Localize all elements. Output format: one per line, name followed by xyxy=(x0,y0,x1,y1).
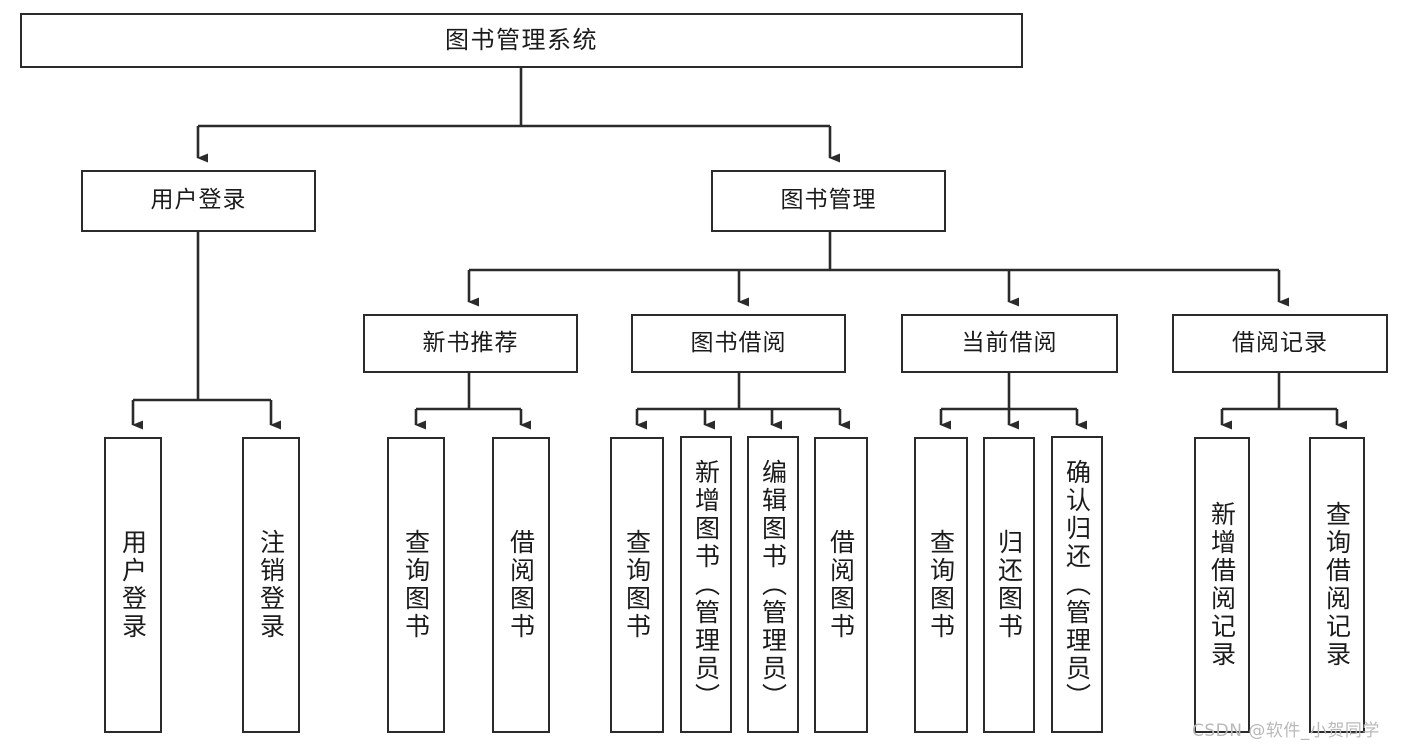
node-leaf-confirm-return-admin[interactable]: 确认归还（管理员） xyxy=(1051,436,1103,733)
node-label: 当前借阅 xyxy=(961,329,1058,356)
node-label: 借阅记录 xyxy=(1232,329,1328,356)
node-label: 注销登录 xyxy=(256,529,286,641)
node-leaf-query-book-recommend[interactable]: 查询图书 xyxy=(387,437,445,733)
node-label: 编辑图书（管理员） xyxy=(758,458,788,711)
node-leaf-user-login[interactable]: 用户登录 xyxy=(104,437,162,733)
node-label: 查询图书 xyxy=(401,529,431,641)
node-user-login[interactable]: 用户登录 xyxy=(81,170,316,232)
node-label: 新增借阅记录 xyxy=(1207,501,1237,669)
node-leaf-query-book-borrow[interactable]: 查询图书 xyxy=(610,437,664,733)
node-root-book-management-system[interactable]: 图书管理系统 xyxy=(20,13,1023,68)
node-label: 用户登录 xyxy=(118,529,148,641)
node-leaf-edit-book-admin[interactable]: 编辑图书（管理员） xyxy=(747,436,799,733)
node-leaf-logout[interactable]: 注销登录 xyxy=(242,437,300,733)
node-leaf-query-book-current[interactable]: 查询图书 xyxy=(914,437,968,733)
node-leaf-borrow-book-recommend[interactable]: 借阅图书 xyxy=(492,437,550,733)
node-label: 图书管理系统 xyxy=(445,26,598,55)
node-leaf-return-book[interactable]: 归还图书 xyxy=(983,437,1035,733)
node-leaf-add-book-admin[interactable]: 新增图书（管理员） xyxy=(680,436,732,733)
node-current-borrow[interactable]: 当前借阅 xyxy=(901,314,1118,373)
node-leaf-query-borrow-record[interactable]: 查询借阅记录 xyxy=(1309,437,1365,733)
node-label: 归还图书 xyxy=(994,529,1024,641)
node-label: 借阅图书 xyxy=(506,529,536,641)
node-book-management[interactable]: 图书管理 xyxy=(711,170,946,232)
node-label: 查询图书 xyxy=(622,529,652,641)
node-label: 新增图书（管理员） xyxy=(691,458,721,711)
node-new-book-recommend[interactable]: 新书推荐 xyxy=(363,314,578,373)
node-label: 用户登录 xyxy=(150,187,247,214)
node-label: 查询借阅记录 xyxy=(1322,501,1352,669)
node-book-borrow[interactable]: 图书借阅 xyxy=(631,314,846,373)
node-label: 新书推荐 xyxy=(422,329,519,356)
node-borrow-record[interactable]: 借阅记录 xyxy=(1172,314,1388,373)
node-leaf-add-borrow-record[interactable]: 新增借阅记录 xyxy=(1194,437,1250,733)
node-label: 确认归还（管理员） xyxy=(1062,458,1092,711)
node-label: 图书借阅 xyxy=(690,329,787,356)
node-label: 查询图书 xyxy=(926,529,956,641)
node-label: 图书管理 xyxy=(780,187,877,214)
node-leaf-borrow-book[interactable]: 借阅图书 xyxy=(814,437,868,733)
node-label: 借阅图书 xyxy=(826,529,856,641)
